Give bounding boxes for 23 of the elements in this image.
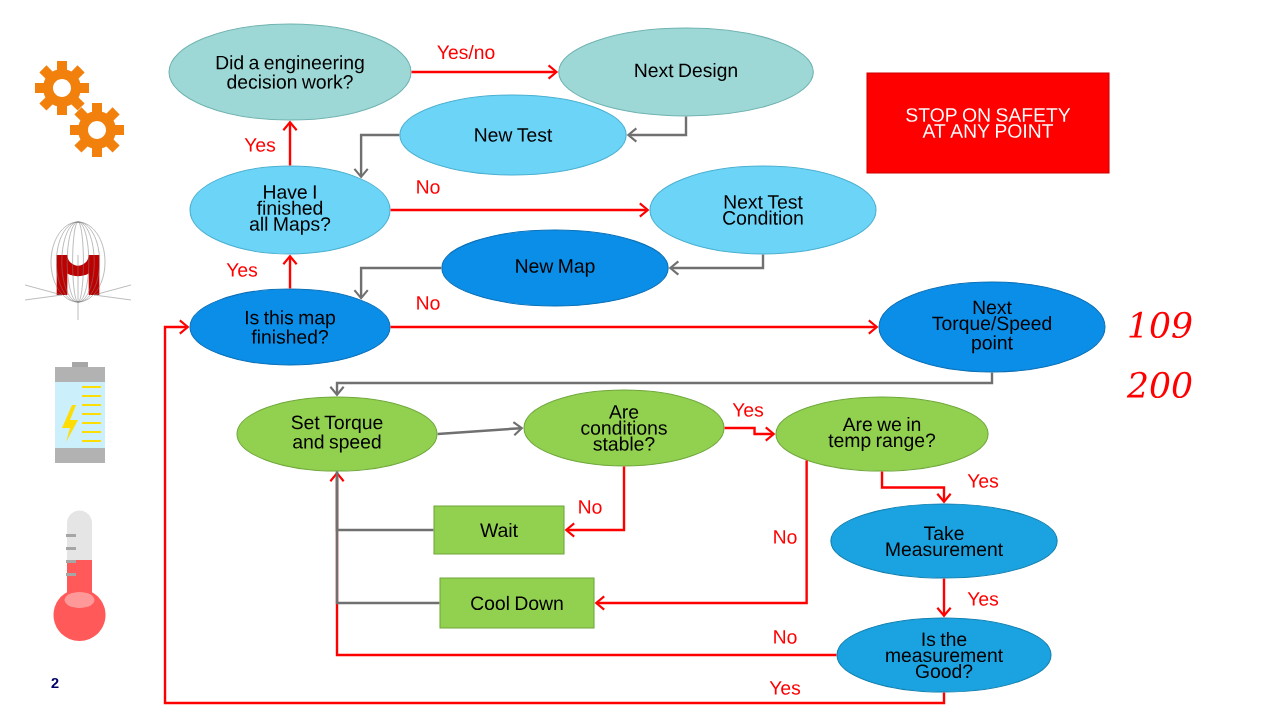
arrow — [282, 254, 298, 289]
arrow — [936, 578, 952, 618]
warning-box: STOP ON SAFETY AT ANY POINT — [866, 72, 1110, 174]
arrow — [411, 64, 559, 80]
arrow — [353, 133, 400, 179]
arrow — [353, 266, 442, 300]
arrow — [880, 471, 952, 504]
arrow — [390, 319, 879, 335]
arrow — [282, 120, 298, 166]
arrow — [564, 466, 626, 538]
connector-line — [335, 471, 440, 605]
arrow — [594, 460, 808, 611]
arrow — [163, 319, 946, 705]
arrow — [626, 116, 688, 143]
hand-note: 200 — [1126, 371, 1192, 399]
arrow — [724, 426, 776, 442]
arrow — [329, 372, 994, 397]
process-box: Cool Down — [439, 577, 595, 629]
arrow — [437, 421, 524, 437]
arrow — [668, 254, 765, 276]
arrow — [390, 202, 650, 218]
page-number: 2 — [51, 677, 59, 689]
process-box: Wait — [433, 505, 565, 555]
